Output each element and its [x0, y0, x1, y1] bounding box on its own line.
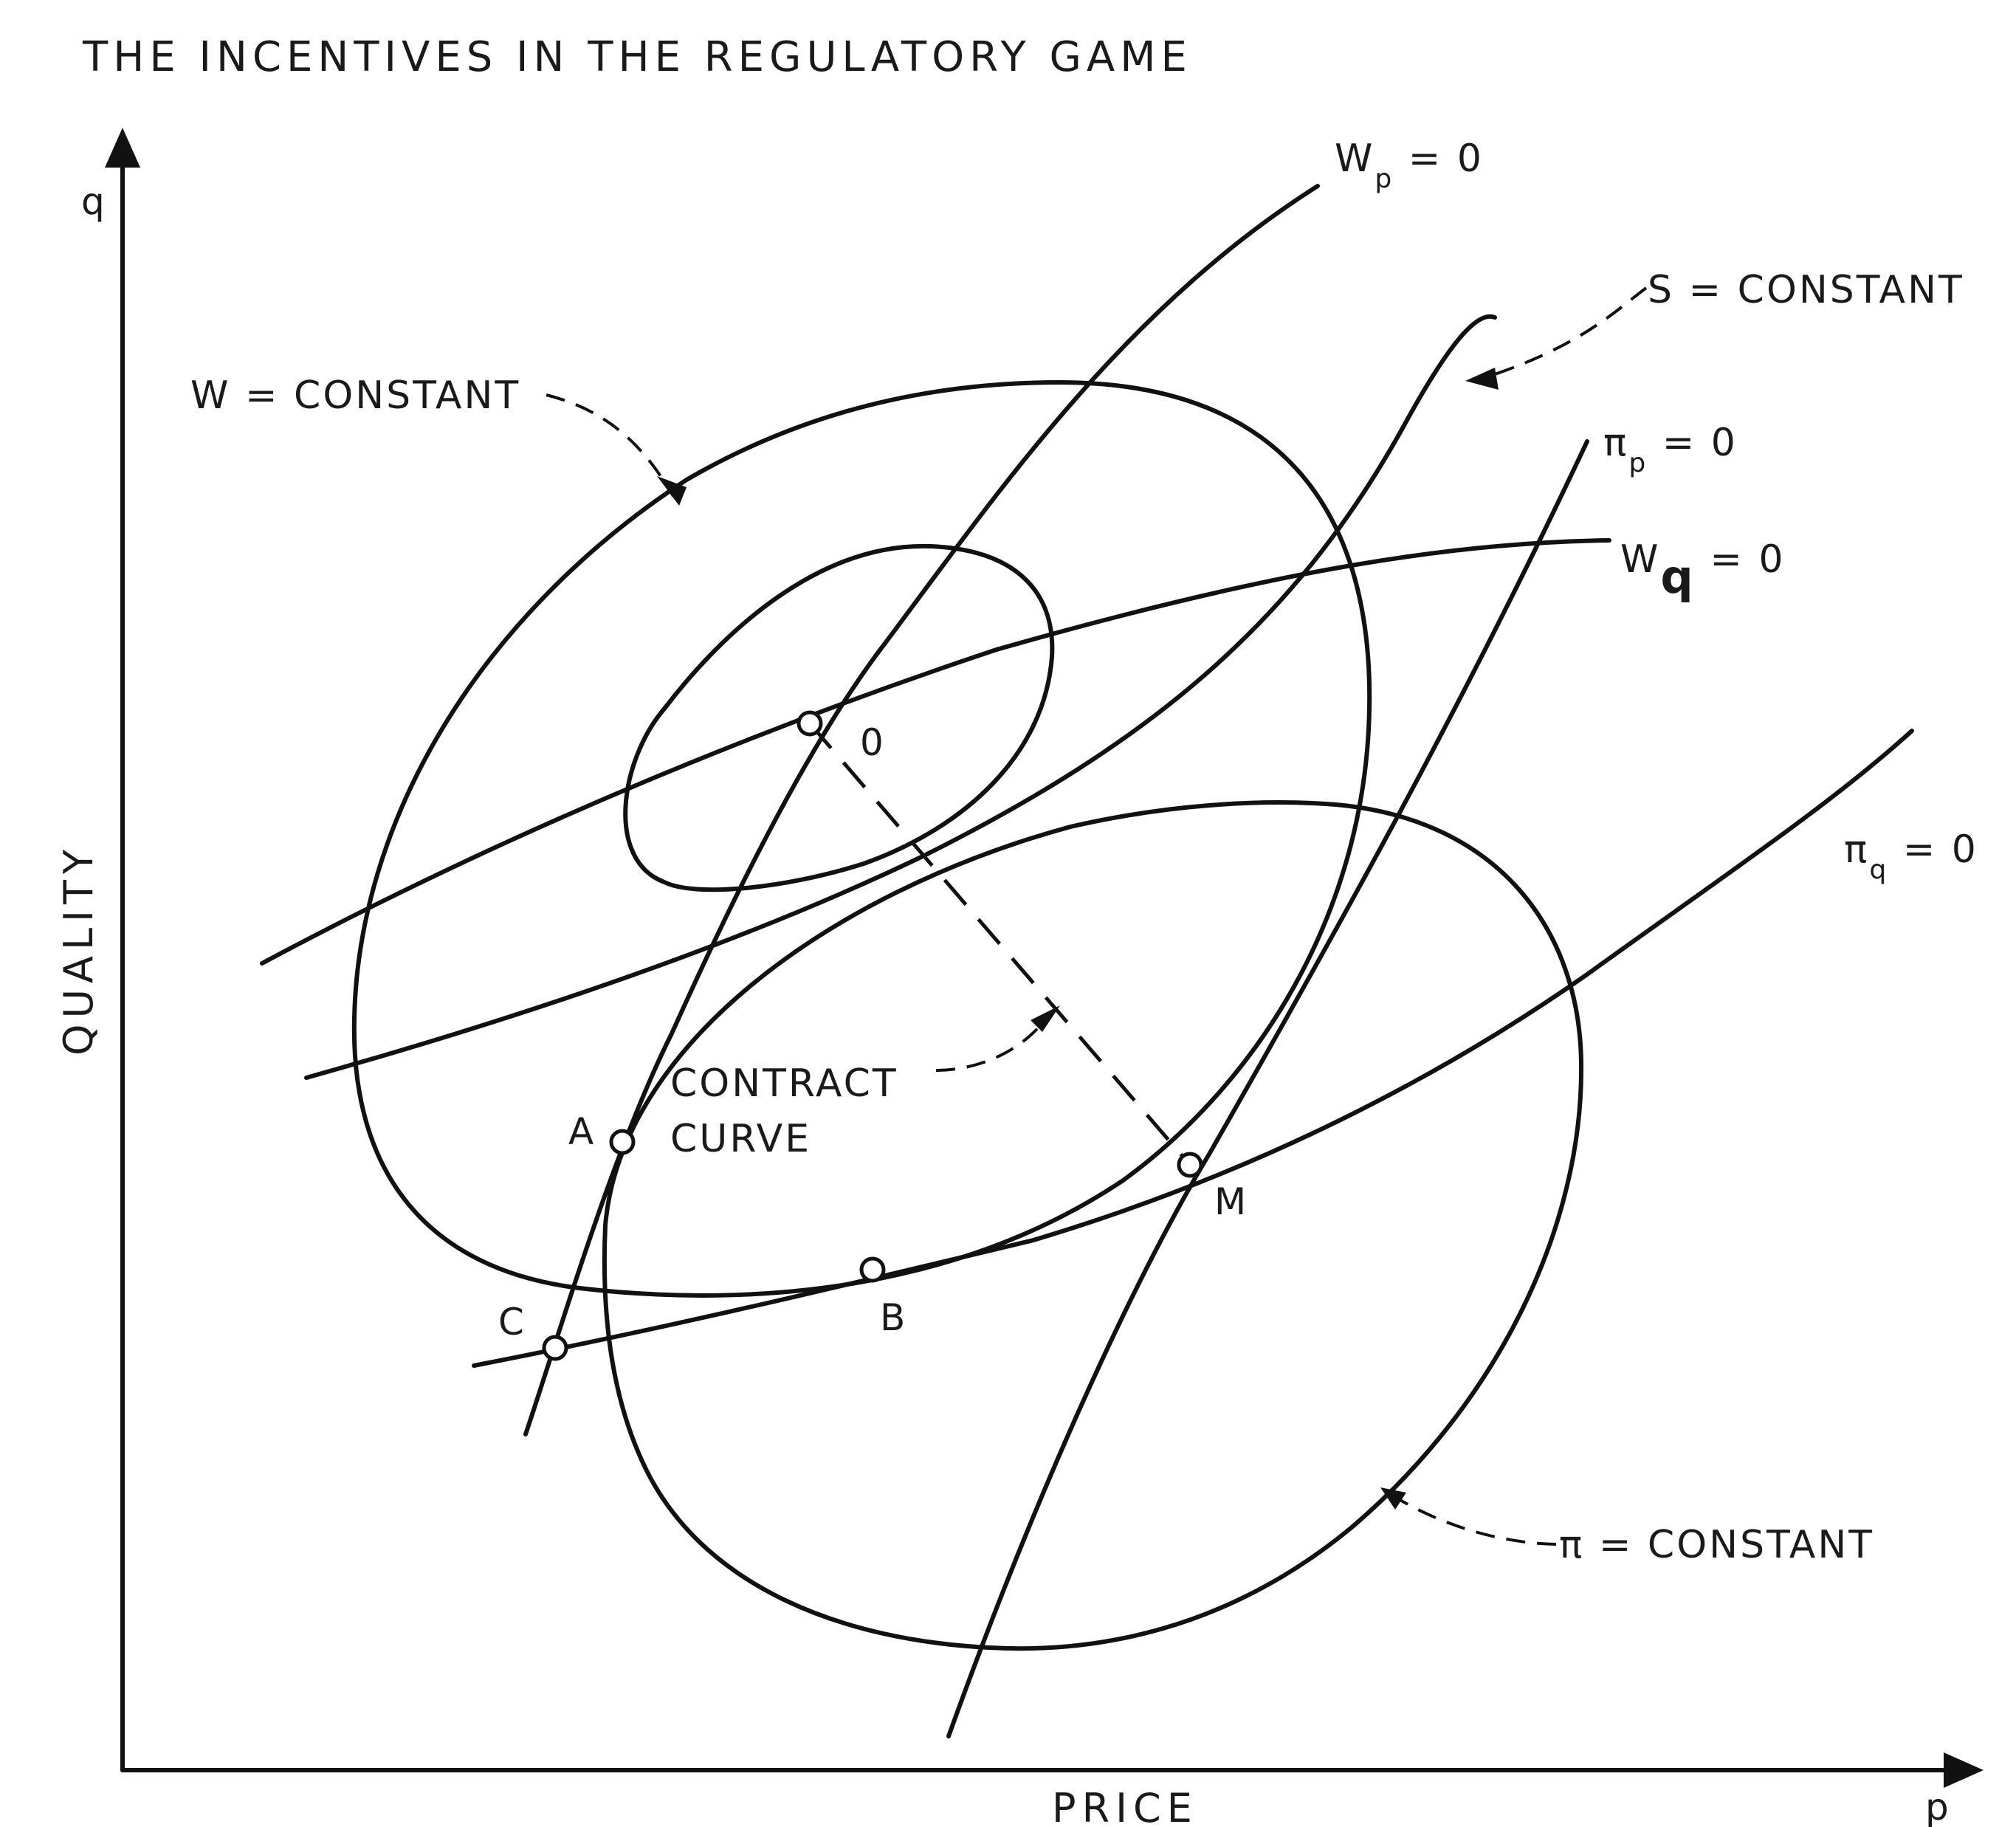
- contract-curve-leader: [935, 1014, 1050, 1072]
- s-constant-leader: [1483, 286, 1648, 379]
- wp-zero-label: Wp = 0: [1335, 137, 1484, 194]
- w-constant-ellipse-inner: [623, 543, 1055, 892]
- w-constant-leader: [546, 393, 675, 498]
- x-axis-symbol: p: [1925, 1786, 1949, 1827]
- s-constant-arrowhead: [1465, 368, 1499, 390]
- point-b-label: B: [880, 1296, 905, 1339]
- point-b-marker: [859, 1256, 886, 1283]
- point-m-label: M: [1214, 1180, 1246, 1223]
- point-a-marker: [609, 1129, 636, 1155]
- pi-constant-leader: [1386, 1491, 1557, 1546]
- y-axis-label: QUALITY: [55, 844, 102, 1056]
- x-axis-label: PRICE: [1052, 1785, 1198, 1827]
- contract-curve-label-line2: CURVE: [670, 1117, 811, 1161]
- contract-curve-label-line1: CONTRACT: [670, 1062, 898, 1106]
- point-a-label: A: [568, 1110, 594, 1153]
- contract-curve-arrowhead: [1031, 1005, 1060, 1032]
- w-constant-ellipse-outer: [351, 380, 1372, 1298]
- leader-lines: [546, 286, 1648, 1546]
- point-o-label: 0: [860, 721, 884, 764]
- pi-constant-ellipse: [602, 800, 1584, 1651]
- point-c-label: C: [498, 1301, 524, 1343]
- wq-zero-label: Wq = 0: [1620, 537, 1786, 604]
- pi-constant-arrowhead: [1380, 1487, 1406, 1510]
- piq-zero-curve: [472, 729, 1914, 1368]
- piq-zero-label: πq = 0: [1844, 828, 1978, 885]
- point-m-marker: [1177, 1152, 1203, 1178]
- wq-zero-curve: [260, 538, 1611, 966]
- axes: q p PRICE QUALITY: [55, 128, 1984, 1827]
- pip-zero-curve: [946, 439, 1589, 1738]
- contract-curve-dashed: [808, 722, 1191, 1166]
- w-constant-arrowhead: [657, 476, 687, 506]
- point-o-marker: [797, 710, 823, 737]
- diagram-title: THE INCENTIVES IN THE REGULATORY GAME: [82, 33, 1192, 81]
- point-c-marker: [542, 1335, 568, 1361]
- s-constant-curve: [304, 314, 1497, 1080]
- pi-constant-label: π = CONSTANT: [1559, 1523, 1874, 1567]
- y-axis-symbol: q: [81, 180, 105, 223]
- s-constant-label: S = CONSTANT: [1648, 268, 1964, 312]
- w-constant-label: W = CONSTANT: [190, 374, 520, 418]
- pip-zero-label: πp = 0: [1603, 421, 1738, 478]
- wp-zero-curve: [523, 184, 1320, 1437]
- points: [542, 710, 1203, 1361]
